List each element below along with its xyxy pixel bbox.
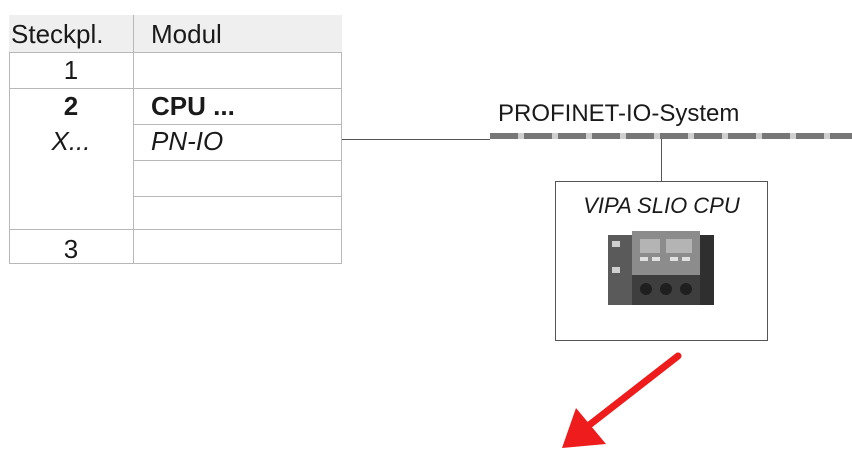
- row-divider: [9, 52, 342, 53]
- header-slot: Steckpl.: [11, 19, 104, 49]
- slot-cell-1: 1: [63, 55, 79, 85]
- profinet-bus: [490, 133, 852, 139]
- red-arrow-icon: [562, 352, 682, 448]
- header-module: Modul: [151, 19, 222, 49]
- column-divider: [133, 15, 134, 264]
- row-divider: [9, 88, 342, 89]
- row-divider: [133, 160, 342, 161]
- table-header: [9, 15, 342, 52]
- slot-cell-2: 2: [63, 91, 79, 121]
- module-cell-pn-io: PN-IO: [151, 126, 224, 156]
- connection-line: [342, 139, 490, 140]
- device-title: VIPA SLIO CPU: [583, 193, 740, 218]
- module-cell-cpu: CPU ...: [151, 91, 235, 121]
- row-divider: [133, 124, 342, 125]
- slot-table: [9, 15, 342, 264]
- row-divider: [133, 196, 342, 197]
- plc-cpu-module-icon: [600, 227, 720, 311]
- device-drop-line: [661, 139, 662, 181]
- network-label: PROFINET-IO-System: [498, 100, 740, 127]
- slot-cell-x: X...: [51, 126, 91, 156]
- slot-cell-3: 3: [63, 234, 79, 264]
- row-divider: [9, 229, 342, 230]
